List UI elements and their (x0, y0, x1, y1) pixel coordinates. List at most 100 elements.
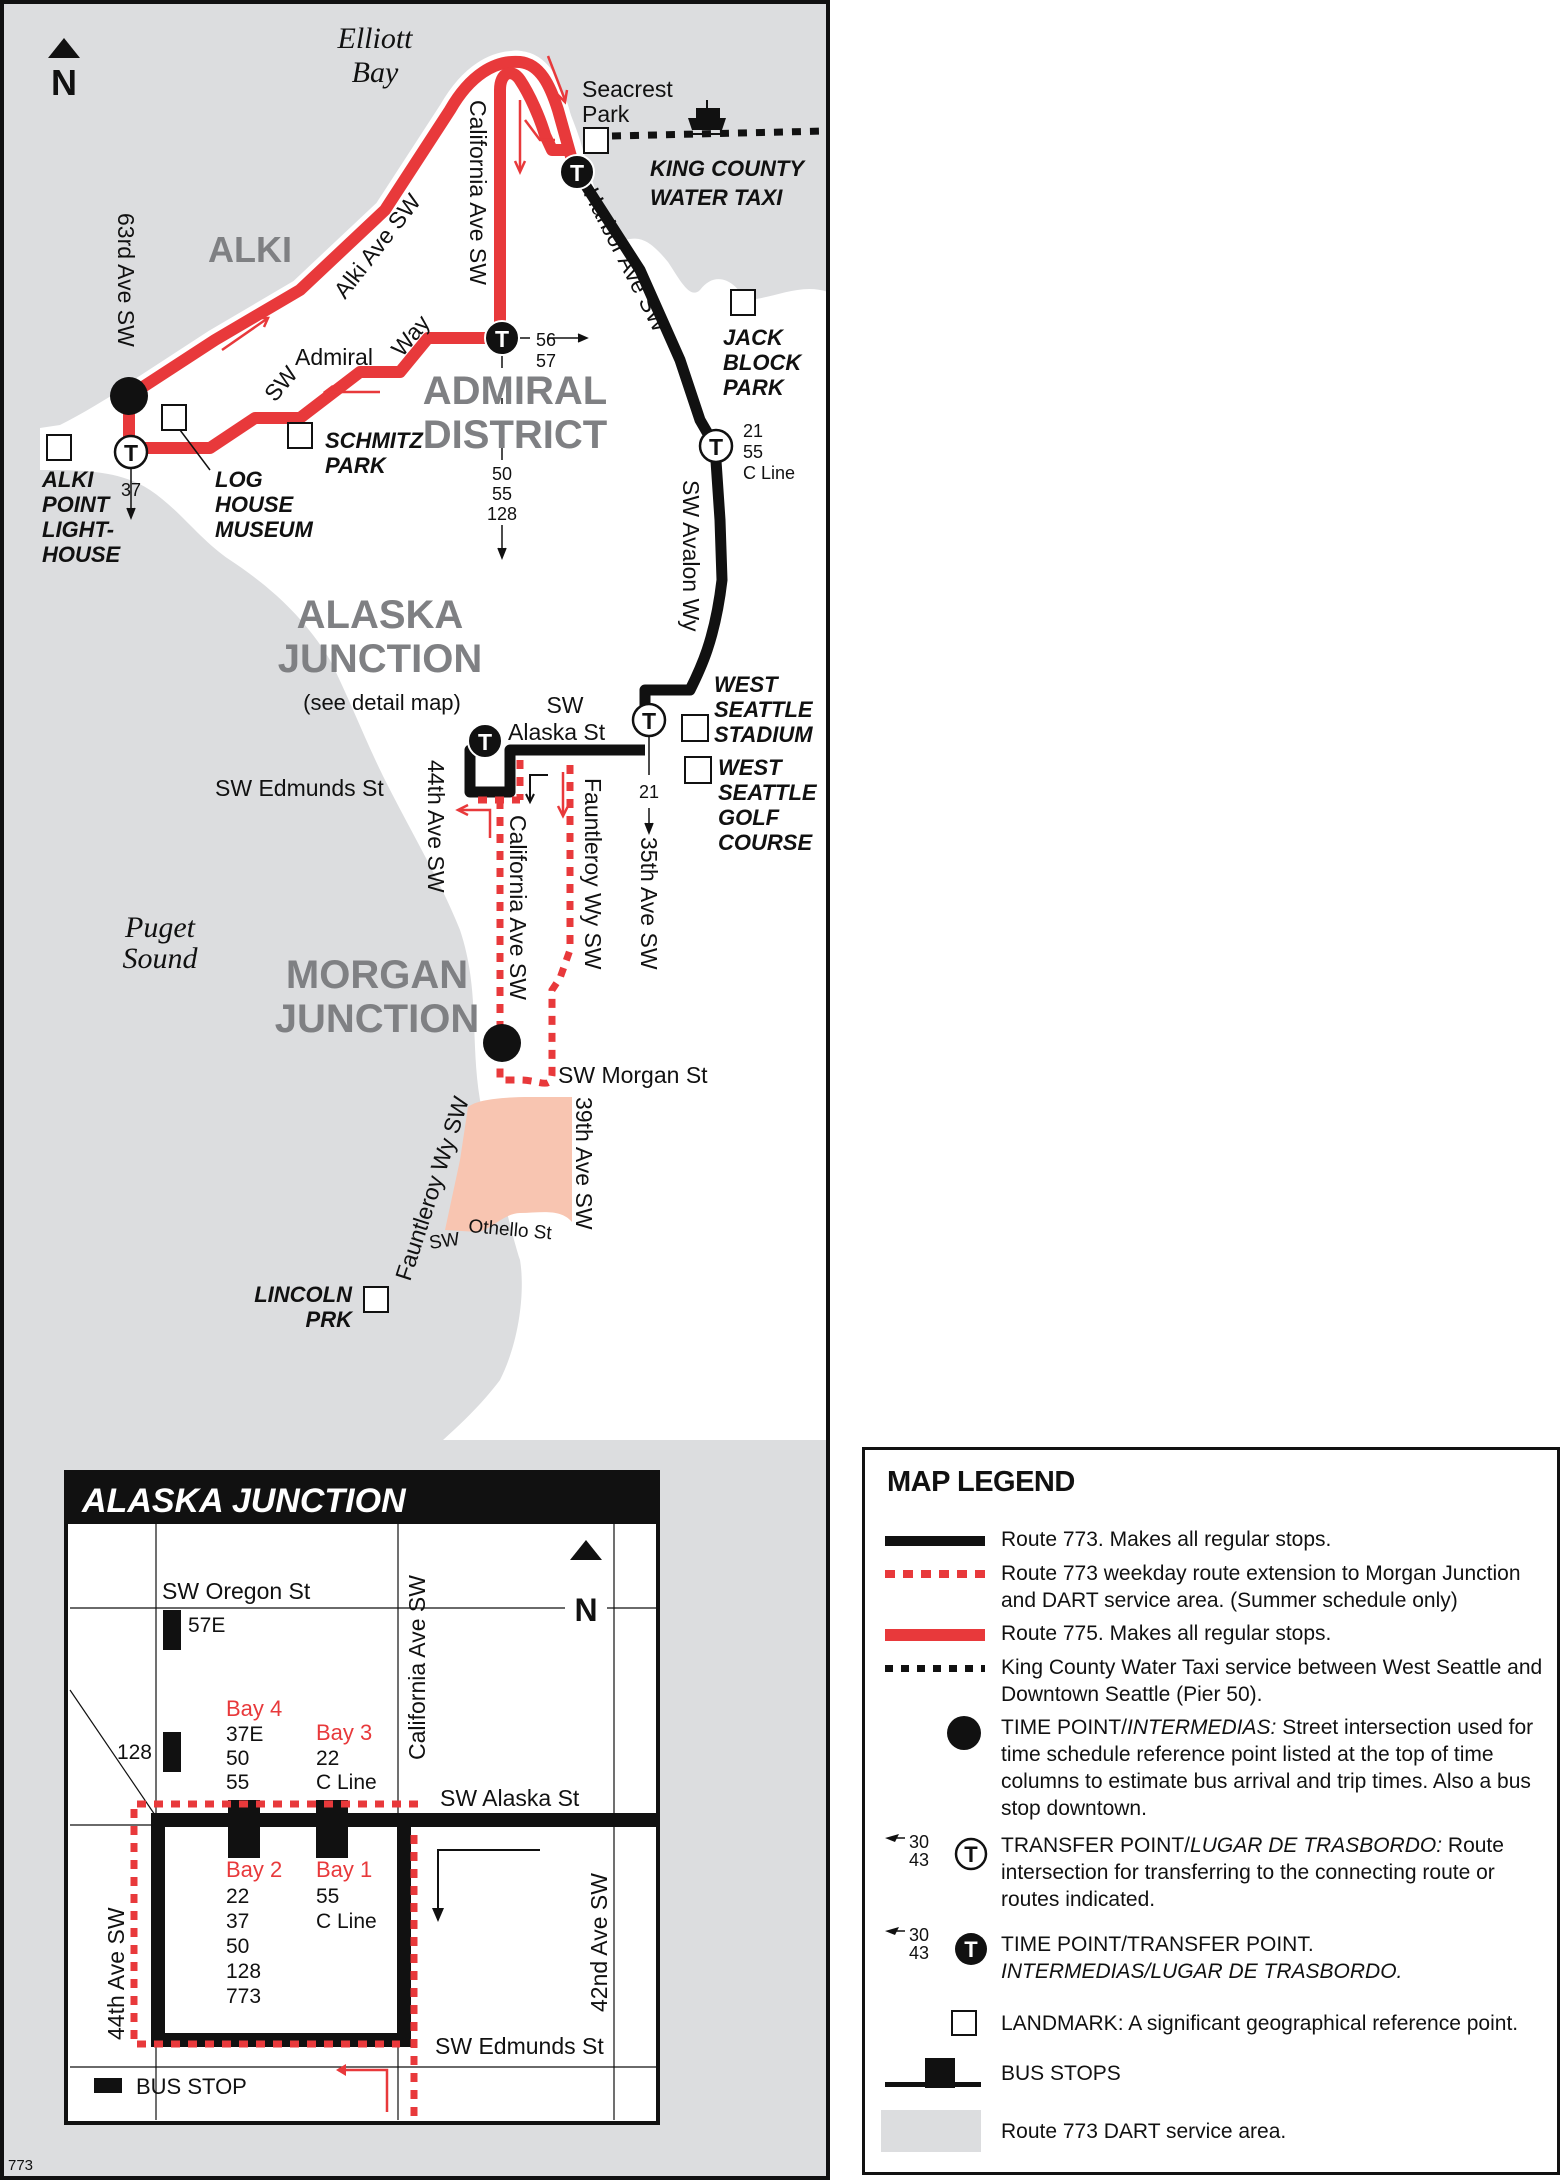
dart-service-area (445, 1097, 572, 1232)
inset-street-california: California Ave SW (404, 1575, 430, 1760)
svg-text:HOUSE: HOUSE (215, 492, 295, 517)
transfer-point-avalon[interactable]: T (698, 428, 734, 464)
landmark-lincoln (363, 1286, 389, 1313)
svg-text:HOUSE: HOUSE (42, 542, 122, 567)
label-alki: ALKI (208, 229, 292, 270)
svg-text:Park: Park (582, 101, 630, 127)
street-othello-sw: SW (428, 1229, 461, 1254)
landmark-seacrest (583, 127, 609, 154)
inset-street-42nd: 42nd Ave SW (586, 1873, 612, 2012)
page-code: 773 (8, 2157, 33, 2174)
svg-text:T: T (478, 729, 492, 755)
inset-bay-1: Bay 1 (316, 1857, 372, 1882)
svg-text:128: 128 (226, 1960, 261, 1983)
transfer-routes-stadium: 21 (639, 782, 659, 802)
svg-text:43: 43 (909, 1850, 929, 1870)
svg-text:N: N (51, 62, 77, 103)
transfer-routes-avalon: 21 (743, 421, 763, 441)
solid-black-line-icon (885, 1536, 985, 1546)
time-transfer-point-icon: 30 43 T (883, 1925, 993, 1969)
svg-text:T: T (495, 326, 509, 352)
street-39th: 39th Ave SW (571, 1097, 597, 1230)
svg-text:55: 55 (743, 442, 763, 462)
svg-text:773: 773 (226, 1985, 261, 2008)
svg-text:50: 50 (226, 1935, 249, 1958)
svg-text:PRK: PRK (306, 1307, 355, 1332)
map-frame (0, 0, 830, 2180)
svg-text:55: 55 (492, 484, 512, 504)
time-point-icon (947, 1716, 981, 1750)
time-point-morgan[interactable] (483, 1024, 521, 1062)
street-63rd: 63rd Ave SW (113, 213, 139, 347)
svg-text:30: 30 (909, 1925, 929, 1945)
black-dotted-line-icon (885, 1665, 985, 1672)
street-fauntleroy-north: Fauntleroy Wy SW (580, 778, 606, 970)
svg-text:SEATTLE: SEATTLE (714, 697, 814, 722)
time-transfer-point-admiral[interactable]: T (484, 320, 520, 356)
time-transfer-point-harbor[interactable]: T (559, 154, 595, 190)
svg-text:C Line: C Line (743, 463, 795, 483)
svg-text:POINT: POINT (42, 492, 111, 517)
inset-stop-128: 128 (117, 1741, 152, 1764)
label-lincoln: LINCOLN (254, 1282, 353, 1307)
label-water-taxi: KING COUNTY (650, 156, 806, 181)
svg-text:50: 50 (226, 1747, 249, 1770)
svg-text:PARK: PARK (723, 375, 786, 400)
label-seacrest: Seacrest (582, 76, 673, 102)
svg-text:55: 55 (316, 1885, 339, 1908)
dart-area-swatch-icon (881, 2110, 981, 2152)
label-ws-golf: WEST (718, 755, 783, 780)
svg-text:57: 57 (536, 351, 556, 371)
svg-text:C Line: C Line (316, 1910, 377, 1933)
solid-red-line-icon (885, 1629, 985, 1641)
transfer-routes-alki: 37 (121, 480, 141, 500)
svg-text:37E: 37E (226, 1723, 263, 1746)
inset-street-edmunds: SW Edmunds St (435, 2033, 604, 2059)
svg-text:DISTRICT: DISTRICT (423, 413, 607, 457)
inset-bus-stop-key: BUS STOP (136, 2074, 247, 2099)
red-dotted-line-icon (885, 1570, 985, 1578)
landmark-log-house (161, 404, 187, 431)
svg-text:22: 22 (316, 1747, 339, 1770)
transfer-point-stadium[interactable]: T (631, 702, 667, 738)
svg-text:GOLF: GOLF (718, 805, 780, 830)
inset-bay-4: Bay 4 (226, 1696, 282, 1721)
map-legend: MAP LEGEND Route 773. Makes all regular … (862, 1447, 1560, 2175)
transfer-point-alki[interactable]: T (113, 434, 149, 470)
svg-text:T: T (709, 434, 723, 460)
svg-text:30: 30 (909, 1832, 929, 1852)
label-schmitz: SCHMITZ (325, 428, 424, 453)
svg-text:T: T (642, 708, 656, 734)
svg-text:T: T (570, 160, 584, 186)
svg-text:43: 43 (909, 1943, 929, 1963)
label-elliott-bay: Elliott (337, 22, 414, 55)
street-california-south: California Ave SW (505, 815, 531, 1000)
inset-bay-2: Bay 2 (226, 1857, 282, 1882)
svg-text:T: T (964, 1842, 978, 1867)
route-773-extension (478, 760, 574, 1087)
street-edmunds: SW Edmunds St (215, 775, 384, 801)
inset-bay-3: Bay 3 (316, 1720, 372, 1745)
svg-text:JUNCTION: JUNCTION (278, 637, 482, 681)
svg-text:PARK: PARK (325, 453, 388, 478)
time-transfer-point-alaska[interactable]: T (467, 723, 503, 759)
transfer-routes-admiral-south: 50 (492, 464, 512, 484)
street-california-north: California Ave SW (465, 100, 491, 285)
label-ws-stadium: WEST (714, 672, 779, 697)
bus-stop-icon (885, 2058, 985, 2088)
inset-street-oregon: SW Oregon St (162, 1578, 311, 1604)
time-point-63rd[interactable] (110, 377, 148, 415)
street-admiral: Admiral (295, 344, 373, 370)
street-avalon: SW Avalon Wy (678, 480, 704, 632)
svg-text:128: 128 (487, 504, 517, 524)
inset-alaska-junction: ALASKA JUNCTION N (64, 1470, 660, 2125)
label-morgan-junction: MORGAN (286, 953, 468, 997)
street-alaska-1: SW (546, 692, 583, 718)
label-log-house: LOG (215, 467, 263, 492)
label-puget-sound: Puget (124, 911, 196, 944)
svg-text:C Line: C Line (316, 1771, 377, 1794)
svg-text:STADIUM: STADIUM (714, 722, 813, 747)
transfer-point-icon: 30 43 T (883, 1832, 993, 1872)
landmark-ws-golf (684, 756, 712, 784)
